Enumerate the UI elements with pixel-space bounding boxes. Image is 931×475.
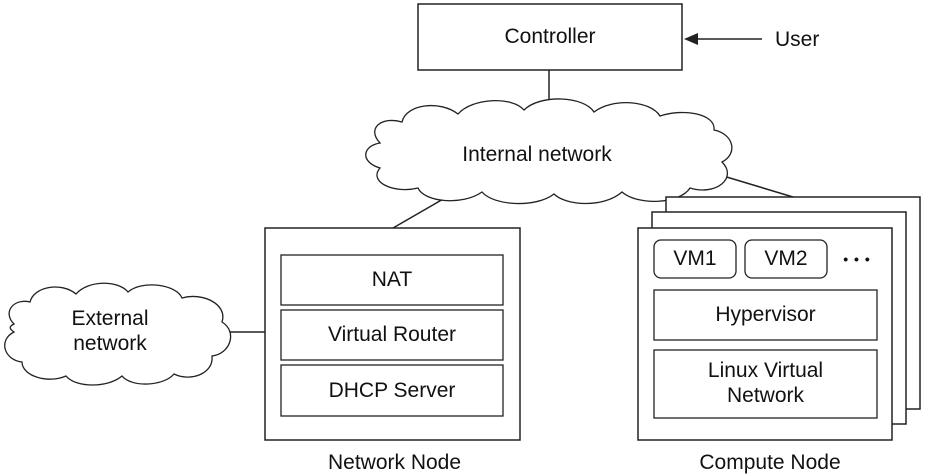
dhcp-server-box — [280, 364, 504, 417]
external-network-cloud — [4, 282, 232, 386]
external-network-label: External network — [40, 306, 180, 356]
hypervisor-label: Hypervisor — [715, 303, 816, 327]
dhcp-server-label: DHCP Server — [328, 378, 456, 402]
controller-box — [417, 3, 683, 71]
vm2-box — [744, 239, 828, 279]
vm1-label: VM1 — [673, 247, 717, 271]
vm1-box — [653, 239, 737, 279]
internal-networknode-link — [392, 197, 446, 229]
internal-network-cloud — [365, 98, 733, 205]
virtual-router-box — [280, 309, 504, 361]
linux-virtual-network-line2: Network — [726, 384, 805, 408]
nat-box — [280, 254, 504, 306]
user-label: User — [775, 28, 820, 51]
controller-label: Controller — [504, 25, 596, 49]
compute-node-caption: Compute Node — [699, 451, 841, 474]
more-vms-ellipsis: • • • — [843, 250, 871, 267]
vm2-label: VM2 — [764, 247, 808, 271]
hypervisor-box — [653, 289, 878, 341]
virtual-router-label: Virtual Router — [327, 323, 456, 347]
internal-network-label: Internal network — [462, 143, 612, 166]
nat-label: NAT — [371, 268, 413, 292]
external-network-line1: External — [71, 307, 149, 330]
user-arrow-head — [684, 33, 698, 45]
linux-virtual-network-box — [653, 349, 878, 419]
external-network-line2: network — [73, 332, 147, 356]
network-node-caption: Network Node — [327, 451, 462, 474]
linux-virtual-network-label: Linux Virtual Network — [654, 358, 877, 408]
linux-virtual-network-line1: Linux Virtual — [707, 359, 824, 382]
